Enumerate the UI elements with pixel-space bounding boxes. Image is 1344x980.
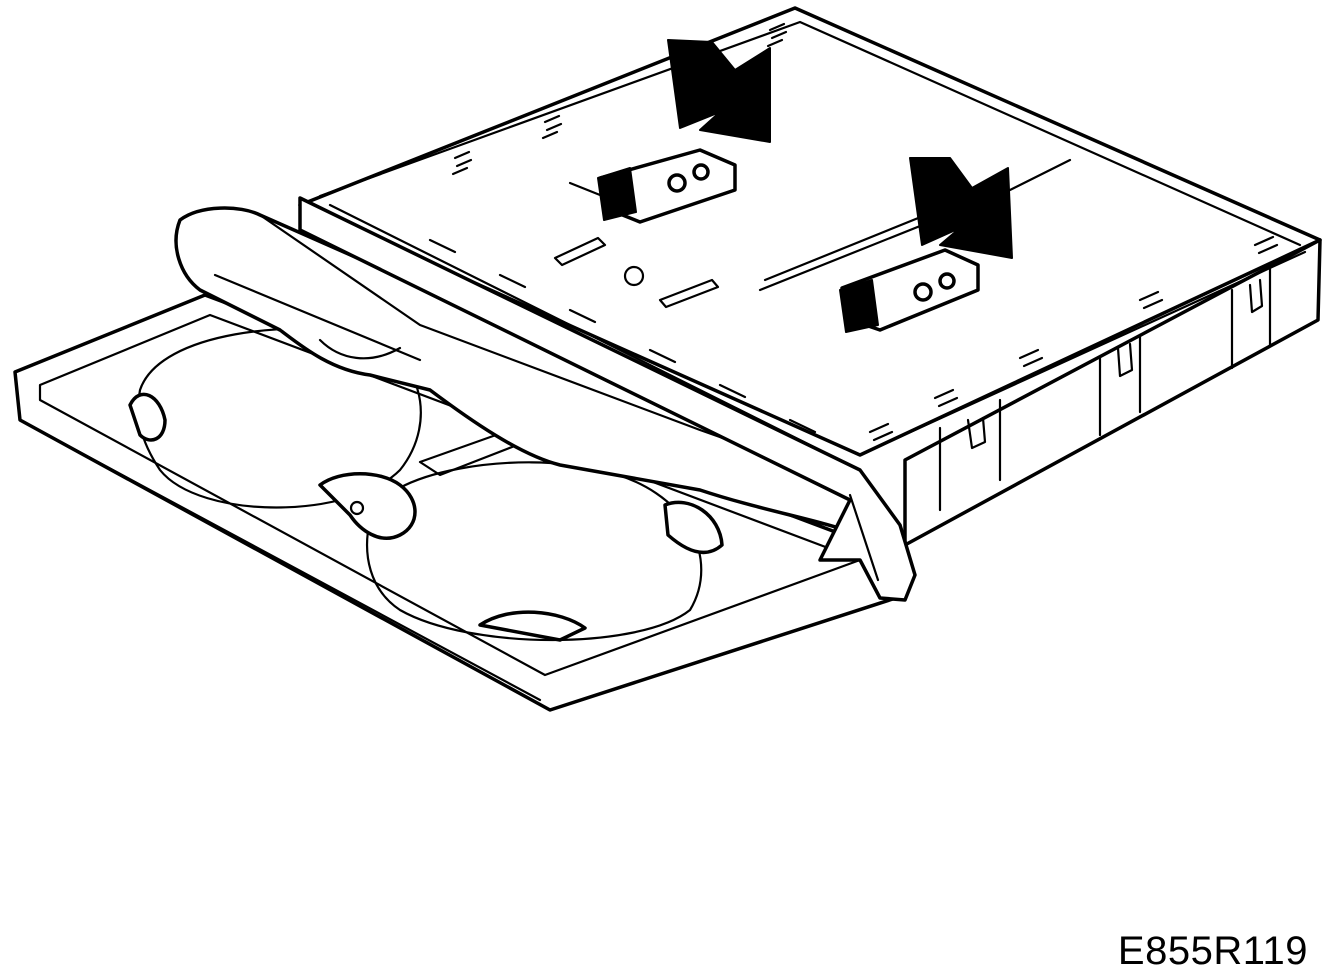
latch-left xyxy=(568,148,737,224)
end-clips xyxy=(966,278,1264,450)
cup-ring-right xyxy=(366,461,724,642)
arrow-pointer-upper xyxy=(667,39,771,143)
housing xyxy=(298,6,1322,547)
figure-code: E855R119 xyxy=(1117,929,1308,973)
arrow-pointer-lower xyxy=(909,157,1013,259)
latch-right xyxy=(839,248,980,333)
tray xyxy=(13,293,912,712)
lid xyxy=(174,196,917,602)
cup-ring-left xyxy=(128,327,422,509)
edge-clips xyxy=(451,22,1279,442)
